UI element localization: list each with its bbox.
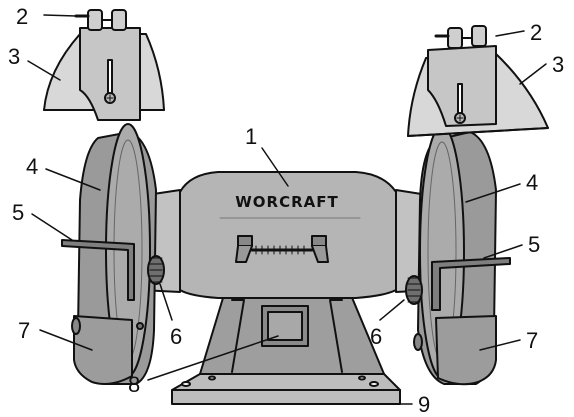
left-tool-rest bbox=[61, 239, 135, 301]
motor-housing bbox=[139, 171, 435, 299]
right-tool-rest bbox=[431, 257, 511, 311]
callout-4-left: 4 bbox=[26, 154, 38, 179]
callout-2-left: 2 bbox=[16, 4, 28, 29]
right-lower-guard bbox=[435, 315, 497, 386]
left-adjustment-knob bbox=[147, 255, 165, 285]
callout-2-right: 2 bbox=[530, 20, 542, 45]
callout-7-left: 7 bbox=[18, 318, 30, 343]
callout-4-right: 4 bbox=[526, 170, 538, 195]
left-lower-guard bbox=[73, 315, 133, 385]
brand-logo-text: WORCRAFT bbox=[235, 193, 339, 211]
pedestal bbox=[199, 287, 385, 375]
callout-5-left: 5 bbox=[12, 200, 24, 225]
callout-9: 9 bbox=[418, 392, 430, 417]
right-shield-clamp bbox=[434, 25, 487, 49]
callout-1: 1 bbox=[245, 124, 257, 149]
left-shield-clamp bbox=[74, 9, 127, 31]
base bbox=[171, 373, 401, 405]
callout-5-right: 5 bbox=[528, 232, 540, 257]
callout-3-right: 3 bbox=[552, 52, 564, 77]
right-wheel-assembly bbox=[405, 25, 549, 386]
right-adjustment-knob bbox=[405, 275, 423, 305]
callout-labels: 1 2 2 3 3 4 4 5 5 6 6 7 7 8 9 bbox=[8, 4, 564, 417]
motor-tool-rest bbox=[235, 235, 329, 263]
callout-3-left: 3 bbox=[8, 44, 20, 69]
callout-7-right: 7 bbox=[526, 328, 538, 353]
callout-6-left: 6 bbox=[170, 324, 182, 349]
callout-8: 8 bbox=[128, 372, 140, 397]
left-wheel-assembly bbox=[43, 9, 165, 385]
callout-6-right: 6 bbox=[370, 324, 382, 349]
leader-lines bbox=[27, 14, 547, 405]
